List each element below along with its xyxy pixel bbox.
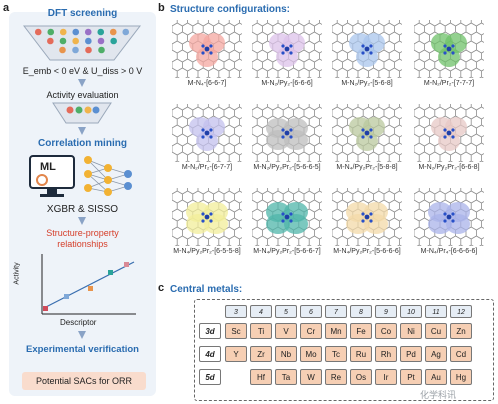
structure-caption: M-N₂/Pr₂-[6-7-7] xyxy=(181,164,233,171)
structure-tile xyxy=(332,104,402,162)
structure-tile xyxy=(252,104,322,162)
activity-evaluation-label: Activity evaluation xyxy=(46,90,119,100)
group-number: 6 xyxy=(300,305,322,318)
structure-tile xyxy=(414,104,484,162)
structure-caption: M-N₄-[6-6-7] xyxy=(187,80,227,87)
structure-caption: M-N₄/Py₂Pr₂-[5-8-8] xyxy=(336,164,398,171)
structure-caption: M-N₄/Pr₄-[6-6-6-6] xyxy=(420,248,478,255)
structure-tile xyxy=(332,20,402,78)
element-cell: Pt xyxy=(400,369,422,385)
central-metals-title: Central metals: xyxy=(170,284,243,295)
group-number: 7 xyxy=(325,305,347,318)
structure-tile xyxy=(172,188,242,246)
structure-tile xyxy=(414,20,484,78)
element-cell: Cu xyxy=(425,323,447,339)
structure-caption: M-N₂/Py₂Pr₂-[6-6-8] xyxy=(418,164,480,171)
activity-descriptor-plot xyxy=(41,254,136,315)
element-cell: Ru xyxy=(350,346,372,362)
watermark: 化学科讯 xyxy=(420,390,457,400)
element-cell: Tc xyxy=(325,346,347,362)
screening-criteria: E_emb < 0 eV & U_diss > 0 V xyxy=(22,66,143,76)
arrow-down-icon xyxy=(78,331,86,339)
x-axis-label: Descriptor xyxy=(60,318,97,327)
structure-tile xyxy=(332,188,402,246)
structure-tile xyxy=(172,20,242,78)
element-cell: Mn xyxy=(325,323,347,339)
relationship-line1: Structure-property xyxy=(46,228,119,238)
element-cell: Fe xyxy=(350,323,372,339)
dft-screening-title: DFT screening xyxy=(47,8,118,19)
element-cell: Zn xyxy=(450,323,472,339)
group-number: 11 xyxy=(425,305,447,318)
element-cell: Hg xyxy=(450,369,472,385)
element-cell: Hf xyxy=(250,369,272,385)
ml-label: ML xyxy=(40,161,56,173)
ml-monitor-network-icon xyxy=(29,155,132,197)
element-cell: Pd xyxy=(400,346,422,362)
arrow-down-icon xyxy=(78,127,86,135)
structure-tile xyxy=(172,104,242,162)
element-cell: Sc xyxy=(225,323,247,339)
element-cell: Ta xyxy=(275,369,297,385)
structure-title: Structure configurations: xyxy=(170,4,291,15)
structure-caption: M-N₂/Py₂-[5-6-8] xyxy=(341,80,393,87)
element-cell: Zr xyxy=(250,346,272,362)
structure-tile xyxy=(252,20,322,78)
relationship-line2: relationships xyxy=(57,239,108,249)
element-cell: Cr xyxy=(300,323,322,339)
screening-funnel-icon xyxy=(22,25,142,61)
element-cell: Mo xyxy=(300,346,322,362)
element-cell: Ir xyxy=(375,369,397,385)
element-cell: Co xyxy=(375,323,397,339)
panel-label-c: c xyxy=(158,282,165,294)
element-cell xyxy=(225,369,247,385)
structure-caption: M-N₂/Py₂-[6-6-6] xyxy=(261,80,313,87)
group-number: 8 xyxy=(350,305,372,318)
period-label: 3d xyxy=(199,323,221,339)
group-number: 3 xyxy=(225,305,247,318)
panel-label-a: a xyxy=(3,2,10,14)
group-number: 5 xyxy=(275,305,297,318)
structure-caption: M-N₄/Py₂Pr₂-[5-6-6-6] xyxy=(333,248,401,255)
structure-tile xyxy=(252,188,322,246)
group-number: 4 xyxy=(250,305,272,318)
structure-caption: M-N₂/Py₂Pr₂-[5-6-6-5] xyxy=(253,164,321,171)
group-number: 12 xyxy=(450,305,472,318)
arrow-down-icon xyxy=(78,217,86,225)
verification-title: Experimental verification xyxy=(26,344,139,355)
small-funnel-icon xyxy=(52,102,112,124)
period-label: 5d xyxy=(199,369,221,385)
element-cell: Cd xyxy=(450,346,472,362)
element-cell: Ag xyxy=(425,346,447,362)
panel-label-b: b xyxy=(158,2,165,14)
y-axis-label: Activity xyxy=(13,262,21,285)
structure-tile xyxy=(414,188,484,246)
element-cell: Ti xyxy=(250,323,272,339)
element-cell: Ni xyxy=(400,323,422,339)
structure-caption: M-N₄/Py₂Pr₂-[5-6-6-7] xyxy=(253,248,321,255)
result-box: Potential SACs for ORR xyxy=(22,372,146,390)
element-cell: Nb xyxy=(275,346,297,362)
method-label: XGBR & SISSO xyxy=(46,204,119,215)
period-label: 4d xyxy=(199,346,221,362)
element-cell: W xyxy=(300,369,322,385)
element-cell: Y xyxy=(225,346,247,362)
group-number: 10 xyxy=(400,305,422,318)
structure-caption: M-N₄/Py₂Pr₂-[6-5-5-8] xyxy=(173,248,241,255)
element-cell: Re xyxy=(325,369,347,385)
element-cell: V xyxy=(275,323,297,339)
element-cell: Au xyxy=(425,369,447,385)
element-cell: Os xyxy=(350,369,372,385)
structure-caption: M-N₂/Pr₂-[7-7-7] xyxy=(423,80,475,87)
correlation-mining-title: Correlation mining xyxy=(38,138,127,149)
arrow-down-icon xyxy=(78,79,86,87)
element-cell: Rh xyxy=(375,346,397,362)
group-number: 9 xyxy=(375,305,397,318)
